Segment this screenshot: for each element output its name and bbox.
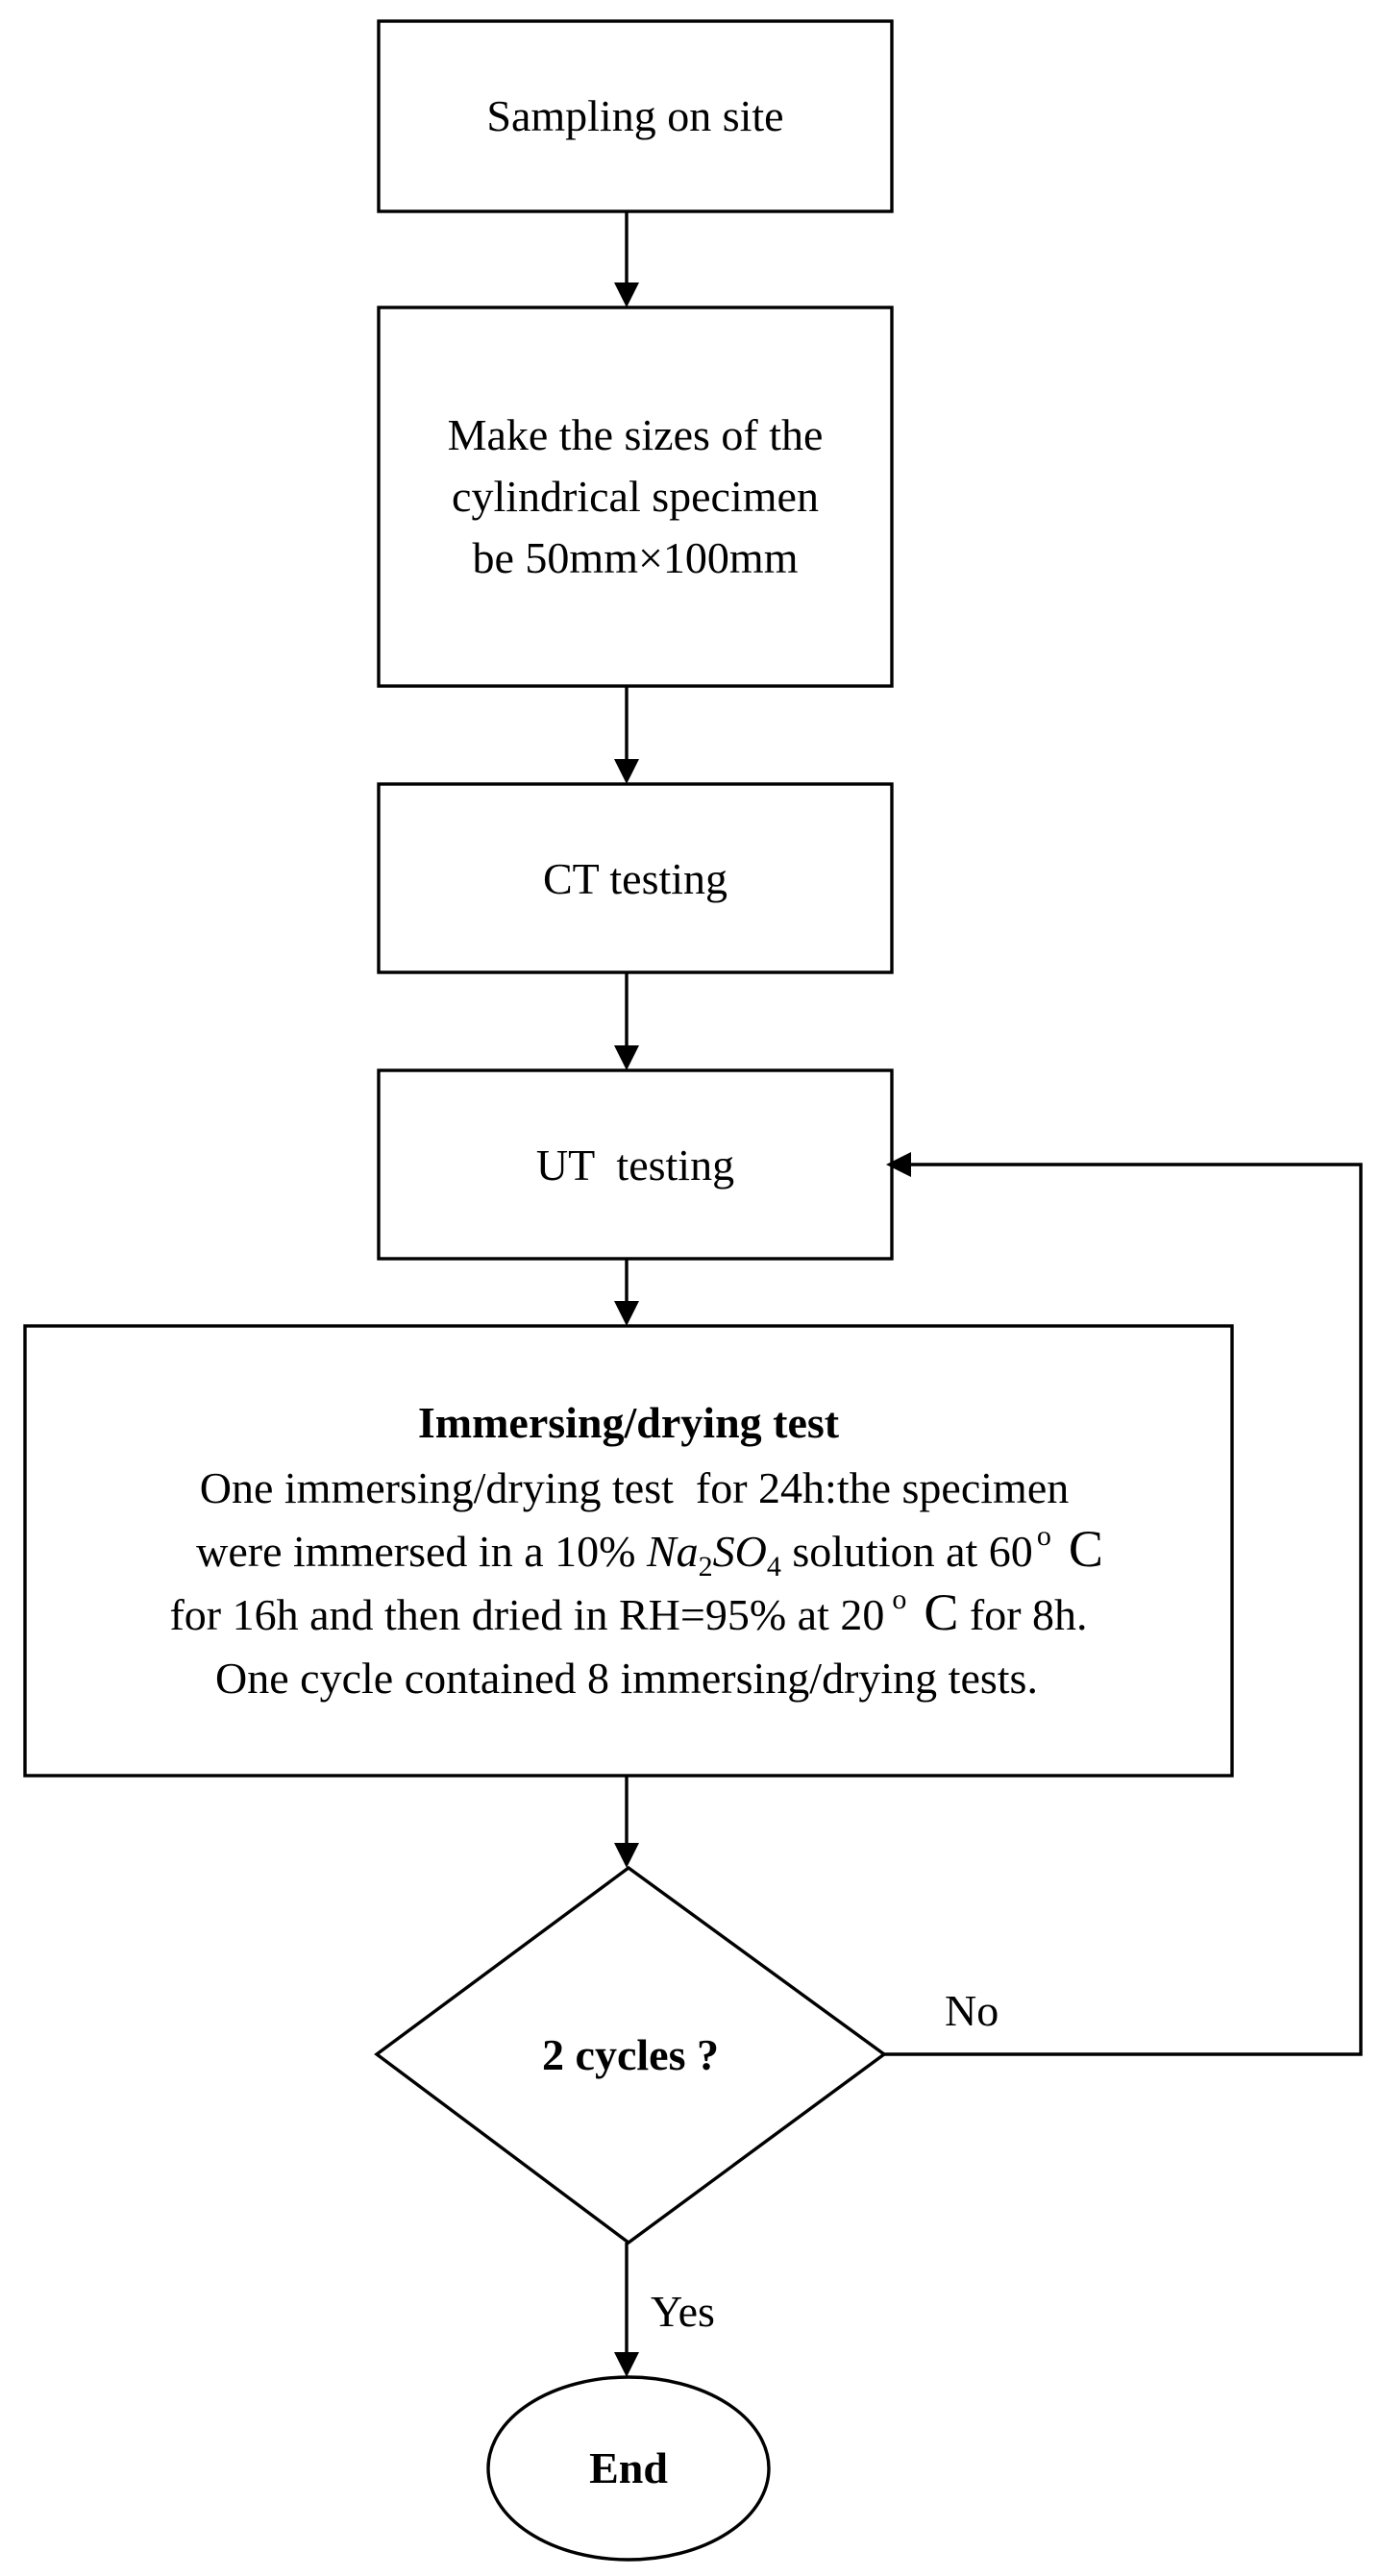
- node-sampling-box: [377, 19, 894, 213]
- node-decision: 2 cycles ?: [374, 1865, 887, 2245]
- edge-label-yes: Yes: [651, 2287, 715, 2336]
- node-resize-line-3: be 50mm×100mm: [473, 533, 799, 582]
- edge-sampling-to-resize: [614, 211, 639, 307]
- formula-na: Na: [646, 1527, 699, 1576]
- edge-decision-yes: Yes: [614, 2243, 715, 2377]
- formula-subscript-4: 4: [767, 1551, 781, 1582]
- node-end-ellipse: [486, 2375, 771, 2562]
- node-immersing-title: Immersing/drying test: [418, 1398, 840, 1447]
- edge-label-no: No: [945, 1986, 999, 2035]
- node-end-label: End: [589, 2443, 668, 2492]
- node-immersing-line-4: One cycle contained 8 immersing/drying t…: [215, 1654, 1038, 1703]
- edge-resize-to-ct: [614, 686, 639, 784]
- node-resize: Make the sizes of the cylindrical specim…: [377, 306, 894, 688]
- formula-subscript-2: 2: [699, 1551, 713, 1582]
- arrow-head-icon: [614, 1301, 639, 1326]
- arrow-head-icon: [614, 759, 639, 784]
- arrow-head-icon: [614, 282, 639, 307]
- arrow-head-icon: [614, 1045, 639, 1070]
- node-ut-label: UT testing: [536, 1141, 734, 1190]
- node-immersing-line-2: were immersed in a 10% Na2SO4 solution a…: [196, 1520, 1103, 1582]
- unit-celsius-1: C: [1069, 1520, 1103, 1578]
- node-sampling-label: Sampling on site: [486, 91, 783, 140]
- line-2-prefix: were immersed in a 10%: [196, 1527, 647, 1576]
- node-resize-box: [377, 306, 894, 688]
- node-ut: UT testing: [377, 1068, 894, 1261]
- degree-mark-1: o: [1037, 1520, 1051, 1552]
- line-3-suffix: for 8h.: [958, 1590, 1087, 1639]
- node-resize-line-1: Make the sizes of the: [448, 410, 824, 459]
- edge-decision-no-loop: No: [884, 1152, 1363, 2056]
- node-ct-label: CT testing: [543, 854, 727, 903]
- node-ct: CT testing: [377, 782, 894, 974]
- arrow-head-icon: [614, 2352, 639, 2377]
- edge-ut-to-immersing: [614, 1259, 639, 1326]
- edge-ct-to-ut: [614, 972, 639, 1070]
- node-decision-diamond: [374, 1865, 887, 2245]
- node-ct-box: [377, 782, 894, 974]
- arrow-head-icon: [886, 1152, 911, 1177]
- node-decision-label: 2 cycles ?: [542, 2030, 719, 2079]
- edge-immersing-to-decision: [614, 1776, 639, 1868]
- formula-so: SO: [713, 1527, 767, 1576]
- node-resize-line-2: cylindrical specimen: [452, 472, 819, 521]
- line-2-middle: solution at 60: [781, 1527, 1033, 1576]
- node-end: End: [486, 2375, 771, 2562]
- node-immersing: Immersing/drying test One immersing/dryi…: [23, 1324, 1234, 1778]
- node-ut-box: [377, 1068, 894, 1261]
- arrow-head-icon: [614, 1843, 639, 1868]
- node-immersing-box: [23, 1324, 1234, 1778]
- unit-celsius-2: C: [924, 1583, 958, 1641]
- line-3-prefix: for 16h and then dried in RH=95% at 20: [169, 1590, 884, 1639]
- degree-mark-2: o: [892, 1583, 906, 1615]
- node-sampling: Sampling on site: [377, 19, 894, 213]
- node-immersing-line-1: One immersing/drying test for 24h:the sp…: [200, 1463, 1069, 1512]
